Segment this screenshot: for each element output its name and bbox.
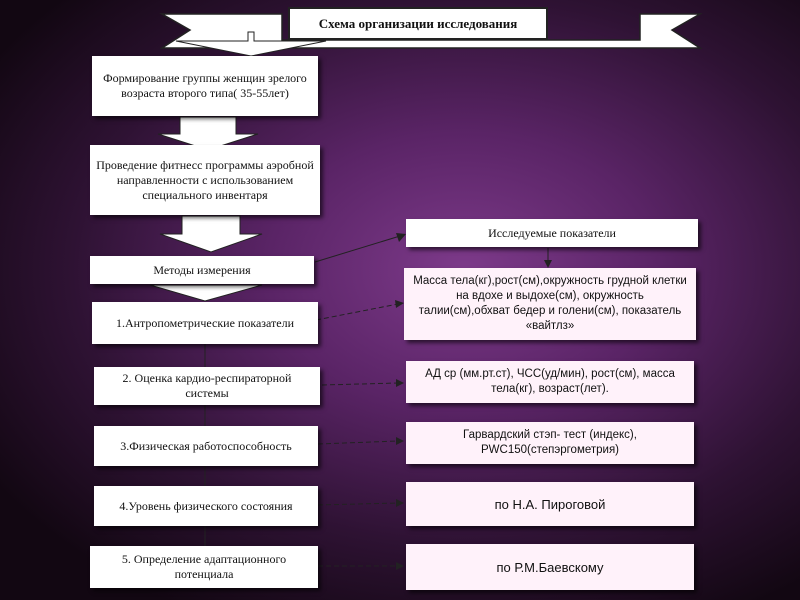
indicators-header-box: Исследуемые показатели bbox=[406, 219, 698, 247]
arrow-program-to-methods bbox=[159, 215, 263, 253]
arrowhead-row3 bbox=[396, 437, 404, 445]
methods-box: Методы измерения bbox=[90, 256, 314, 284]
dashed-arrow-row4 bbox=[317, 502, 399, 506]
method-item-2: 2. Оценка кардио-респираторной системы bbox=[94, 367, 320, 405]
arrowhead-row4 bbox=[396, 499, 404, 507]
indicator-item-1-text: Масса тела(кг),рост(см),окружность грудн… bbox=[413, 275, 687, 332]
arrowhead-row2 bbox=[396, 379, 404, 387]
arrowhead-row5 bbox=[396, 562, 404, 570]
indicator-item-4: по Н.А. Пироговой bbox=[406, 482, 694, 526]
method-item-5: 5. Определение адаптационного потенциала bbox=[90, 546, 318, 588]
indicator-item-3-text: Гарвардский стэп- тест (индекс), PWC150(… bbox=[463, 429, 637, 456]
method-item-5-text: 5. Определение адаптационного потенциала bbox=[121, 552, 287, 581]
group-formation-box: Формирование группы женщин зрелого возра… bbox=[92, 56, 318, 116]
indicator-item-5-text: по Р.М.Баевскому bbox=[496, 559, 604, 575]
arrow-methods-to-header bbox=[314, 235, 401, 263]
indicator-item-3: Гарвардский стэп- тест (индекс), PWC150(… bbox=[406, 422, 694, 464]
dashed-arrow-row1 bbox=[315, 303, 399, 321]
methods-text: Методы измерения bbox=[153, 262, 251, 277]
diagram-title: Схема организации исследования bbox=[288, 7, 548, 40]
arrowhead-header bbox=[396, 233, 406, 242]
fitness-program-text: Проведение фитнесс программы аэробной на… bbox=[96, 157, 314, 202]
indicator-item-5: по Р.М.Баевскому bbox=[406, 544, 694, 590]
arrow-group-to-program-shape bbox=[157, 116, 259, 151]
method-item-3: 3.Физическая работоспособность bbox=[94, 426, 318, 466]
method-item-1: 1.Антропометрические показатели bbox=[92, 302, 318, 344]
arrowhead-row1 bbox=[395, 300, 404, 308]
group-formation-text: Формирование группы женщин зрелого возра… bbox=[103, 71, 307, 100]
indicator-item-4-text: по Н.А. Пироговой bbox=[494, 496, 606, 512]
indicators-header-text: Исследуемые показатели bbox=[488, 225, 616, 240]
method-item-1-text: 1.Антропометрические показатели bbox=[115, 315, 295, 330]
arrowhead-right1 bbox=[544, 260, 552, 268]
arrow-methods-to-item1 bbox=[149, 284, 263, 302]
method-item-4-text: 4.Уровень физического состояния bbox=[119, 498, 293, 513]
indicator-item-2-text: АД ср (мм.рт.ст), ЧСС(уд/мин), рост(см),… bbox=[425, 368, 675, 395]
method-item-4: 4.Уровень физического состояния bbox=[94, 486, 318, 526]
arrow-title-to-group bbox=[175, 31, 327, 57]
method-item-2-text: 2. Оценка кардио-респираторной системы bbox=[122, 371, 292, 400]
indicator-item-1: Масса тела(кг),рост(см),окружность грудн… bbox=[404, 268, 696, 340]
dashed-arrow-row3 bbox=[317, 440, 399, 445]
method-item-3-text: 3.Физическая работоспособность bbox=[120, 438, 292, 453]
dashed-arrow-row2 bbox=[321, 382, 399, 386]
indicator-item-2: АД ср (мм.рт.ст), ЧСС(уд/мин), рост(см),… bbox=[406, 361, 694, 403]
fitness-program-box: Проведение фитнесс программы аэробной на… bbox=[90, 145, 320, 215]
